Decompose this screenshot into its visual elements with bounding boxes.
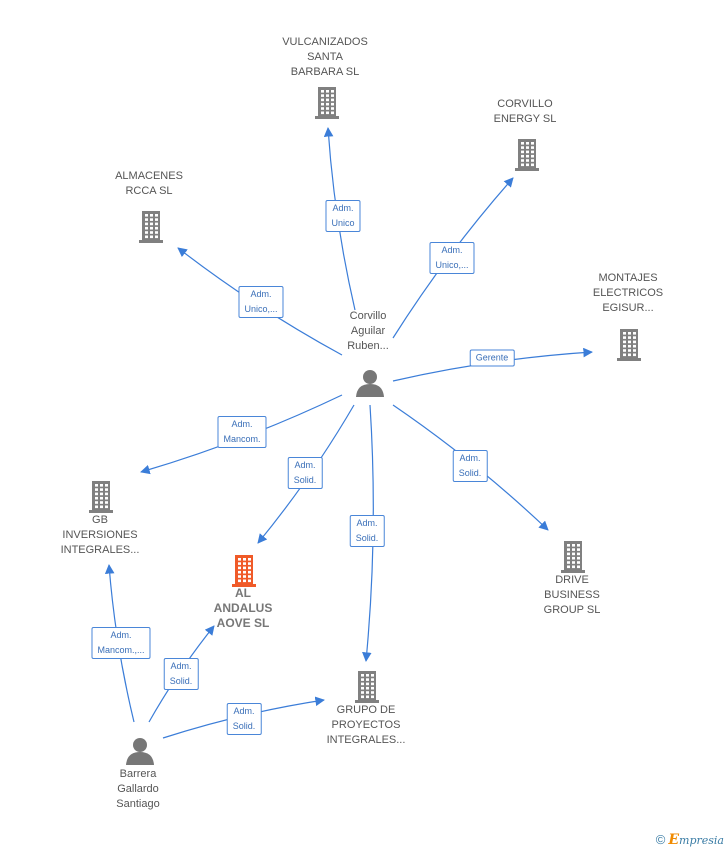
building-icon[interactable] xyxy=(515,139,539,171)
brand-logo-text: mpresia xyxy=(679,834,724,847)
edge-label-line: Unico,... xyxy=(244,304,278,314)
icons-layer xyxy=(89,87,641,765)
node-label-line: GROUP SL xyxy=(543,604,601,616)
edge-label-line: Adm. xyxy=(233,706,255,716)
node-label-drive-business[interactable]: DRIVE BUSINESS GROUP SL xyxy=(544,573,601,618)
edge-label-corvillo-person-to-drive-business[interactable]: Adm. Solid. xyxy=(452,450,488,482)
edge-label-line: Adm. xyxy=(332,203,354,213)
edge-label-corvillo-person-to-al-andalus[interactable]: Adm. Solid. xyxy=(287,457,323,489)
node-label-line: VULCANIZADOS xyxy=(282,36,368,48)
node-label-line: Gallardo xyxy=(117,783,159,795)
node-label-line: ENERGY SL xyxy=(493,113,557,125)
node-label-line: MONTAJES xyxy=(598,272,658,284)
node-label-line: INVERSIONES xyxy=(62,529,138,541)
edge-label-line: Mancom. xyxy=(223,434,261,444)
edge-label-line: Adm. xyxy=(231,419,253,429)
node-label-line: Barrera xyxy=(119,768,157,780)
node-label-line: DRIVE xyxy=(555,574,589,586)
footer-brand: © Empresia xyxy=(656,832,724,848)
brand-logo-initial: E xyxy=(668,832,680,848)
edge-label-line: Mancom.,... xyxy=(97,645,145,655)
node-label-grupo-proyectos[interactable]: GRUPO DE PROYECTOS INTEGRALES... xyxy=(327,703,406,748)
node-label-corvillo-energy[interactable]: CORVILLO ENERGY SL xyxy=(494,97,557,127)
edge-label-line: Solid. xyxy=(355,533,379,543)
edge-label-line: Adm. xyxy=(294,460,316,470)
building-icon[interactable] xyxy=(89,481,113,513)
edge-label-barrera-person-to-al-andalus[interactable]: Adm. Solid. xyxy=(163,658,199,690)
edge-label-corvillo-person-to-gb-inversiones[interactable]: Adm. Mancom. xyxy=(217,416,267,448)
node-label-line: GRUPO DE xyxy=(336,704,396,716)
node-label-line: Ruben... xyxy=(347,340,389,352)
node-label-line: CORVILLO xyxy=(497,98,553,110)
node-label-line: INTEGRALES... xyxy=(326,734,406,746)
node-label-montajes[interactable]: MONTAJES ELECTRICOS EGISUR... xyxy=(593,271,663,316)
node-label-line: BUSINESS xyxy=(544,589,600,601)
node-label-line: ELECTRICOS xyxy=(592,287,664,299)
node-label-line: ANDALUS xyxy=(213,601,273,615)
edge-label-line: Solid. xyxy=(293,475,317,485)
node-label-line: Aguilar xyxy=(350,325,386,337)
node-label-line: GB xyxy=(92,514,108,526)
building-icon[interactable] xyxy=(315,87,339,119)
node-label-line: BARBARA SL xyxy=(290,66,360,78)
edge-label-line: Solid. xyxy=(458,468,482,478)
edge-label-line: Solid. xyxy=(169,676,193,686)
edge-label-barrera-person-to-gb-inversiones[interactable]: Adm. Mancom.,... xyxy=(91,627,151,659)
edge-label-barrera-person-to-grupo-proyectos[interactable]: Adm. Solid. xyxy=(226,703,262,735)
edge-label-corvillo-person-to-montajes[interactable]: Gerente xyxy=(469,349,515,367)
edge-label-corvillo-person-to-grupo-proyectos[interactable]: Adm. Solid. xyxy=(349,515,385,547)
copyright-symbol: © xyxy=(655,832,666,847)
node-label-line: RCCA SL xyxy=(125,185,173,197)
edge-label-line: Adm. xyxy=(110,630,132,640)
node-label-almacenes[interactable]: ALMACENES RCCA SL xyxy=(115,169,183,199)
edge-label-line: Adm. xyxy=(170,661,192,671)
node-label-line: Santiago xyxy=(116,798,160,810)
building-icon[interactable] xyxy=(617,329,641,361)
node-label-vulcanizados[interactable]: VULCANIZADOS SANTA BARBARA SL xyxy=(282,35,368,80)
node-label-line: EGISUR... xyxy=(602,302,654,314)
edge-label-line: Adm. xyxy=(441,245,463,255)
node-label-gb-inversiones[interactable]: GB INVERSIONES INTEGRALES... xyxy=(61,513,140,558)
building-icon[interactable] xyxy=(139,211,163,243)
node-label-line: PROYECTOS xyxy=(331,719,401,731)
building-icon[interactable] xyxy=(561,541,585,573)
edge-label-line: Adm. xyxy=(459,453,481,463)
edge-label-line: Unico,... xyxy=(435,260,469,270)
edge-label-line: Unico xyxy=(331,218,355,228)
edge-label-line: Adm. xyxy=(356,518,378,528)
edge-label-corvillo-person-to-vulcanizados[interactable]: Adm. Unico xyxy=(325,200,361,232)
person-icon[interactable] xyxy=(126,738,154,765)
edge-label-line: Adm. xyxy=(250,289,272,299)
building-icon[interactable] xyxy=(355,671,379,703)
node-label-line: ALMACENES xyxy=(115,170,183,182)
node-label-line: INTEGRALES... xyxy=(60,544,140,556)
person-icon[interactable] xyxy=(356,370,384,397)
edge-label-line: Gerente xyxy=(475,352,509,363)
edge-label-corvillo-person-to-corvillo-energy[interactable]: Adm. Unico,... xyxy=(429,242,475,274)
node-label-line: AOVE SL xyxy=(216,616,270,630)
node-label-line: AL xyxy=(234,586,251,600)
building-icon[interactable] xyxy=(232,555,256,587)
edge-label-line: Solid. xyxy=(232,721,256,731)
edge-label-corvillo-person-to-almacenes[interactable]: Adm. Unico,... xyxy=(238,286,284,318)
node-label-line: Corvillo xyxy=(349,310,387,322)
node-label-line: SANTA xyxy=(307,51,343,63)
